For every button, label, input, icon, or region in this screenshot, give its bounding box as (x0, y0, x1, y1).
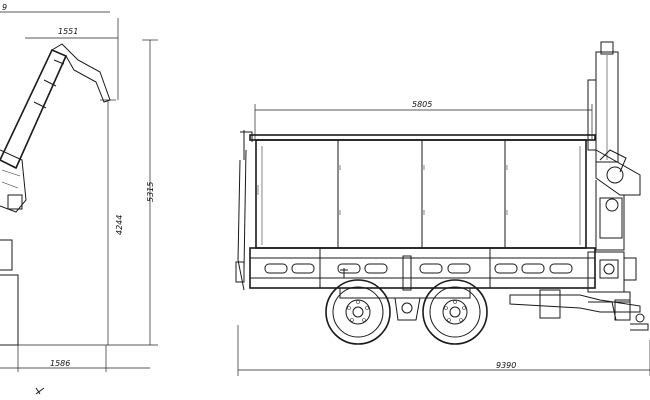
auger-tower (587, 41, 641, 321)
rear-view: 9 1551 4244 5315 1586 (0, 3, 158, 395)
wheel-front (325, 279, 391, 345)
dim-top-width: 9 (2, 3, 7, 12)
dim-body-length: 5805 (412, 100, 432, 109)
dim-chute-reach: 1551 (58, 27, 78, 36)
dim-body-height: 4244 (115, 215, 124, 235)
side-view: 5805 (235, 41, 650, 376)
dim-total-height: 5315 (146, 182, 155, 202)
wheel-rear (422, 279, 488, 345)
dim-track-width: 1586 (50, 359, 70, 368)
dim-overall-length: 9390 (496, 361, 516, 370)
